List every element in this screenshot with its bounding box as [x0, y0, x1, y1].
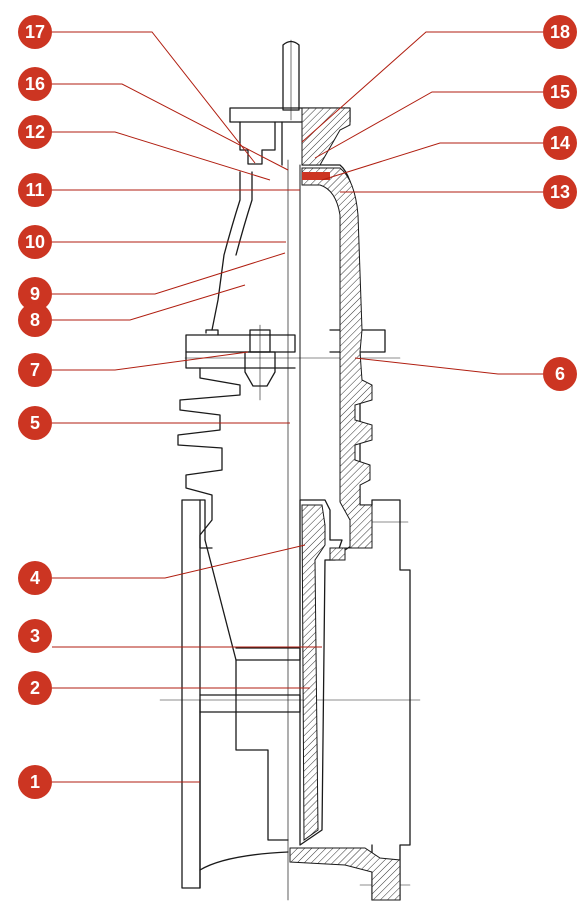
callout-6[interactable]: 6	[543, 357, 577, 391]
callout-12[interactable]: 12	[18, 115, 52, 149]
leader-lines	[52, 31, 543, 783]
stem-top	[282, 40, 300, 111]
callout-2[interactable]: 2	[18, 671, 52, 705]
body-section-right	[301, 167, 373, 561]
body-flange-left	[181, 499, 201, 889]
callout-3[interactable]: 3	[18, 619, 52, 653]
callout-8[interactable]: 8	[18, 303, 52, 337]
callout-16[interactable]: 16	[18, 67, 52, 101]
callout-1[interactable]: 1	[18, 765, 52, 799]
callout-4[interactable]: 4	[18, 561, 52, 595]
callout-10[interactable]: 10	[18, 225, 52, 259]
callout-17[interactable]: 17	[18, 15, 52, 49]
gate-section	[301, 504, 326, 841]
seal-ring	[302, 172, 330, 180]
gland-section	[301, 107, 351, 166]
callout-13[interactable]: 13	[543, 175, 577, 209]
callout-11[interactable]: 11	[18, 173, 52, 207]
bonnet-left	[211, 171, 241, 331]
callout-15[interactable]: 15	[543, 75, 577, 109]
callout-5[interactable]: 5	[18, 406, 52, 440]
callout-7[interactable]: 7	[18, 353, 52, 387]
body-fins	[177, 367, 241, 549]
flange-section-bottom	[289, 847, 401, 901]
callout-14[interactable]: 14	[543, 126, 577, 160]
callout-18[interactable]: 18	[543, 15, 577, 49]
bonnet-flange	[185, 334, 296, 353]
